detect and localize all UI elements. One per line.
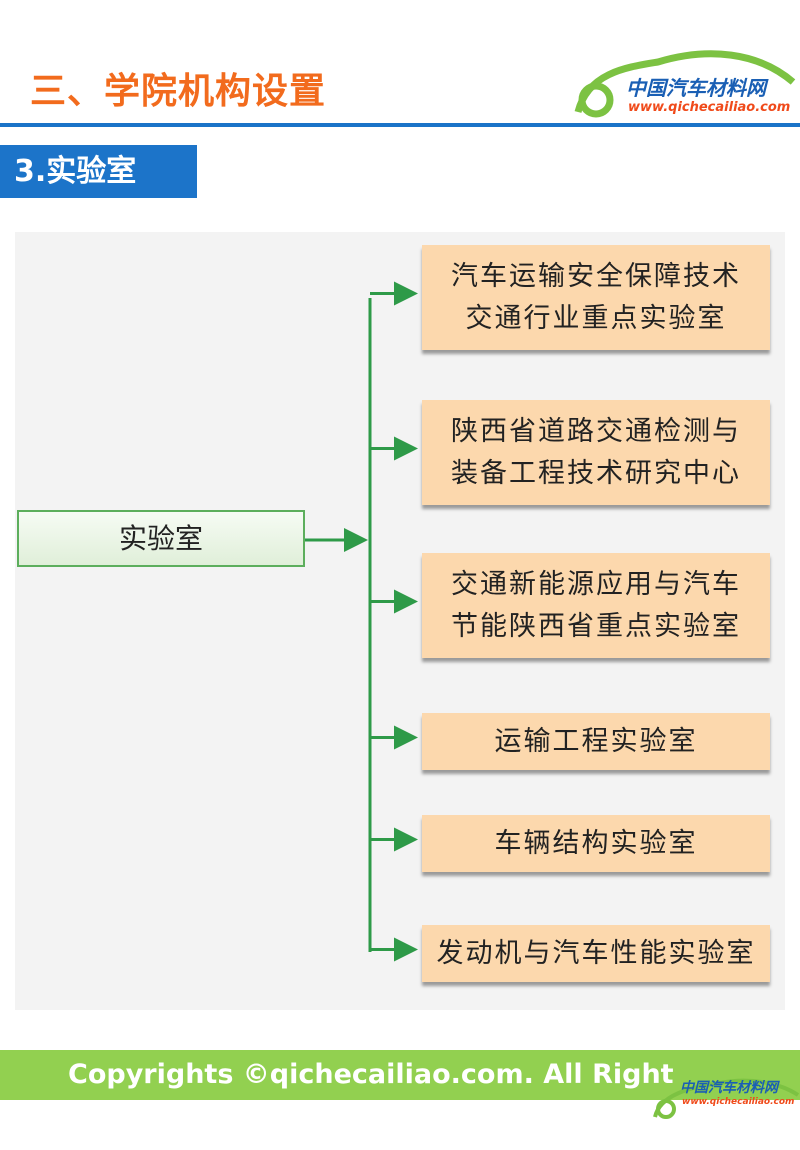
footer-logo: 中国汽车材料网 www.qichecailiao.com — [650, 1075, 800, 1119]
lab-node: 交通新能源应用与汽车节能陕西省重点实验室 — [422, 553, 770, 658]
lab-node: 陕西省道路交通检测与装备工程技术研究中心 — [422, 400, 770, 505]
lab-node: 运输工程实验室 — [422, 713, 770, 770]
logo-text: 中国汽车材料网 — [626, 76, 766, 100]
lab-name-line: 节能陕西省重点实验室 — [451, 610, 741, 642]
lab-name-line: 交通新能源应用与汽车 — [451, 568, 741, 600]
section-label: 3.实验室 — [0, 145, 197, 198]
lab-name-line: 交通行业重点实验室 — [465, 302, 727, 334]
lab-node: 发动机与汽车性能实验室 — [422, 925, 770, 982]
footer-copyright: Copyrights ©qichecailiao.com. All Right … — [0, 1050, 800, 1140]
page-title: 三、学院机构设置 — [30, 71, 327, 112]
connector-lines — [305, 281, 418, 962]
root-node: 实验室 — [17, 510, 305, 567]
car-swoosh-icon — [574, 50, 796, 118]
lab-name-line: 陕西省道路交通检测与 — [451, 415, 741, 447]
lab-name-line: 汽车运输安全保障技术 — [451, 260, 741, 292]
lab-name-line: 车辆结构实验室 — [494, 827, 698, 859]
lab-name-line: 发动机与汽车性能实验室 — [436, 937, 756, 969]
lab-node: 汽车运输安全保障技术交通行业重点实验室 — [422, 245, 770, 350]
site-logo: 中国汽车材料网 www.qichecailiao.com — [568, 42, 798, 122]
lab-name-line: 装备工程技术研究中心 — [451, 457, 741, 489]
logo-url: www.qichecailiao.com — [628, 100, 791, 115]
header-divider — [0, 123, 800, 127]
lab-node: 车辆结构实验室 — [422, 815, 770, 872]
lab-name-line: 运输工程实验室 — [494, 725, 698, 757]
